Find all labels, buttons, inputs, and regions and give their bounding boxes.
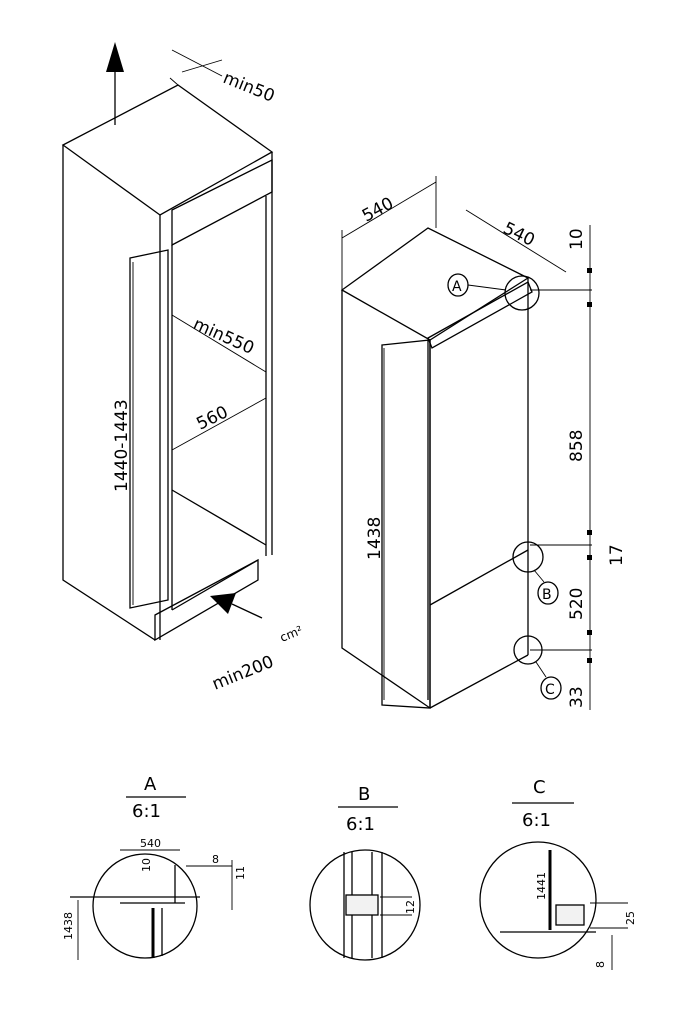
min50-dim-line — [171, 49, 223, 77]
plinth — [154, 558, 259, 642]
top-10-label: 10 — [567, 228, 587, 250]
tick-1 — [587, 268, 592, 273]
bottom-33-label: 33 — [567, 686, 587, 708]
min50-ext1 — [169, 77, 179, 86]
lower-520-label: 520 — [567, 588, 587, 620]
callout-b-label: B — [542, 587, 552, 603]
callout-a-label: A — [452, 279, 462, 295]
vent-label: min200 — [209, 652, 276, 695]
detail-c-title: C — [533, 777, 546, 798]
tick-4 — [587, 555, 592, 560]
depth540-dim-line — [465, 209, 567, 273]
depth-dim-line — [171, 314, 267, 373]
detail-c-foot — [555, 904, 585, 926]
side-panel — [129, 249, 169, 609]
niche-side-outline — [62, 145, 156, 641]
appliance-bottom-edge — [429, 654, 529, 709]
callout-c-label: C — [545, 682, 555, 698]
appliance-top-face — [340, 227, 530, 341]
detail-b-circle — [309, 849, 421, 961]
leader-a — [467, 284, 507, 291]
width-label: 560 — [193, 402, 231, 434]
niche-cabinet: min50 1440-1443 min550 560 min200 cm² — [61, 42, 305, 695]
callout-circle-a — [504, 275, 540, 311]
detail-a-dim-540-label: 540 — [140, 837, 161, 850]
tick-2 — [587, 302, 592, 307]
callout-circle-b — [512, 541, 544, 573]
min50-dim-line2 — [181, 59, 223, 73]
appliance: 540 540 10 858 17 520 33 1438 A B — [340, 176, 627, 710]
min50-label: min50 — [220, 68, 277, 107]
up-arrow-icon — [106, 42, 124, 72]
niche-top-face — [61, 84, 274, 216]
tick-6 — [587, 658, 592, 663]
callout-bubble-b — [537, 581, 559, 605]
detail-c-dim-8-label: 8 — [594, 961, 607, 968]
door-split-line — [429, 549, 529, 606]
leader-b — [533, 569, 545, 583]
detail-a-scale: 6:1 — [132, 801, 161, 822]
detail-b-title: B — [358, 784, 370, 805]
tick-3 — [587, 530, 592, 535]
vent-arrow-shaft — [231, 603, 263, 619]
gap-17-label: 17 — [607, 544, 627, 566]
detail-c-scale: 6:1 — [522, 810, 551, 831]
detail-a-circle — [92, 853, 198, 959]
leader-c — [535, 661, 547, 678]
upper-858-label: 858 — [567, 430, 587, 462]
detail-b-scale: 6:1 — [346, 814, 375, 835]
door-panel — [381, 339, 431, 709]
width-dim-line — [171, 397, 267, 451]
tick-5 — [587, 630, 592, 635]
detail-a-dim-10-label: 10 — [140, 858, 153, 872]
height-range-label: 1440-1443 — [112, 399, 132, 492]
detail-c-dim-25-label: 25 — [624, 911, 637, 925]
callout-bubble-c — [540, 676, 562, 700]
door-height-label: 1438 — [365, 517, 385, 560]
detail-a-dim-8-label: 8 — [212, 853, 219, 866]
depth-min-label: min550 — [190, 314, 257, 359]
vent-unit-label: cm² — [278, 623, 305, 645]
detail-a-dim-11-label: 11 — [234, 866, 247, 880]
detail-a-dim-1438-label: 1438 — [62, 912, 75, 940]
detail-a-title: A — [144, 774, 157, 795]
detail-c: C 6:1 1441 25 8 — [479, 777, 637, 970]
niche-floor-line — [171, 489, 267, 546]
width540-dim-line — [341, 181, 437, 239]
detail-a: A 6:1 540 10 8 11 1438 — [62, 774, 247, 960]
depth540-label: 540 — [500, 219, 538, 251]
hinge-strip — [427, 281, 533, 349]
callout-circle-c — [513, 635, 543, 665]
detail-c-dim-1441-label: 1441 — [535, 872, 548, 900]
width540-label: 540 — [359, 194, 397, 227]
vent-arrow-icon — [210, 593, 236, 614]
detail-c-circle — [479, 841, 597, 959]
detail-b-dim-12-label: 12 — [404, 900, 417, 914]
detail-b: B 6:1 12 — [309, 784, 421, 961]
detail-b-gap-block — [345, 894, 379, 916]
top-board — [171, 158, 273, 247]
appliance-side-outline — [341, 290, 431, 709]
